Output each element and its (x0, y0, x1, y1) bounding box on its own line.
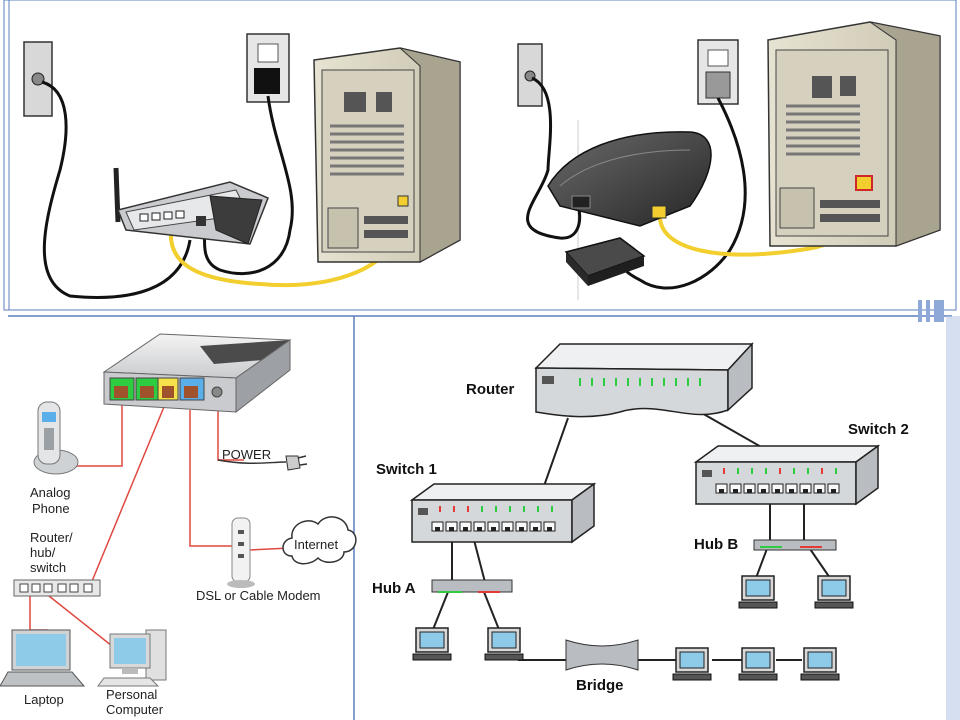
wall-phone-jack-icon (517, 43, 543, 107)
cable-modem-setup-illustration (517, 21, 941, 300)
hub-a-icon (431, 579, 513, 593)
network-links (431, 411, 831, 661)
bridge-icon (565, 639, 639, 671)
router-hub-switch-label-line2: hub/ (30, 545, 56, 560)
switch-2-icon (693, 444, 881, 506)
router-box-icon (102, 333, 292, 414)
laptop-icon (0, 629, 86, 687)
internet-label: Internet (294, 537, 338, 552)
power-plug-icon (217, 455, 308, 471)
dsl-modem-label: DSL or Cable Modem (196, 588, 321, 603)
analog-phone-icon (33, 401, 79, 475)
dsl-cable-modem-icon (227, 517, 255, 588)
computer-icon (672, 647, 712, 681)
switch-1-label: Switch 1 (376, 461, 437, 478)
wireless-router-icon (113, 167, 269, 245)
laptop-label: Laptop (24, 692, 64, 707)
router-hub-switch-label-line3: switch (30, 560, 66, 575)
hub-a-label: Hub A (372, 580, 416, 597)
phone-cable (526, 76, 582, 240)
desktop-tower-pc-icon (767, 21, 941, 247)
switch-1-icon (409, 482, 597, 544)
analog-phone-label-line2: Phone (32, 501, 70, 516)
router-hub-switch-label-line1: Router/ (30, 530, 73, 545)
computer-icon (738, 647, 778, 681)
slide-frame (3, 0, 960, 720)
internet-cloud-icon (282, 516, 357, 565)
switch-2-label: Switch 2 (848, 421, 909, 438)
computer-icon (484, 627, 524, 661)
computer-icon (814, 575, 854, 609)
power-label: POWER (222, 447, 271, 462)
personal-computer-icon (97, 629, 167, 687)
cable-modem-icon (547, 131, 712, 227)
router-label: Router (466, 381, 514, 398)
red-connection-lines (29, 400, 291, 647)
computer-icon (800, 647, 840, 681)
computer-icon (738, 575, 778, 609)
wireless-router-setup-illustration (23, 33, 461, 299)
personal-computer-label-line2: Computer (106, 702, 164, 717)
router-icon (534, 342, 754, 418)
bridge-label: Bridge (576, 677, 624, 694)
lan-topology-diagram: Router Switch 1 (372, 342, 909, 694)
hub-b-icon (753, 539, 837, 551)
phone-cable (41, 80, 192, 299)
power-cable (202, 95, 294, 276)
hub-b-label: Hub B (694, 536, 738, 553)
desktop-tower-pc-icon (313, 47, 461, 263)
small-switch-icon (13, 579, 101, 597)
computer-icon (412, 627, 452, 661)
wall-power-outlet-icon (697, 39, 739, 105)
wall-power-outlet-icon (246, 33, 290, 103)
wall-phone-jack-icon (23, 41, 53, 117)
power-adapter-icon (564, 237, 646, 286)
home-network-diagram: Analog Phone POWER Router/ hub/ switch (0, 333, 357, 717)
personal-computer-label-line1: Personal (106, 687, 157, 702)
analog-phone-label-line1: Analog (30, 485, 70, 500)
